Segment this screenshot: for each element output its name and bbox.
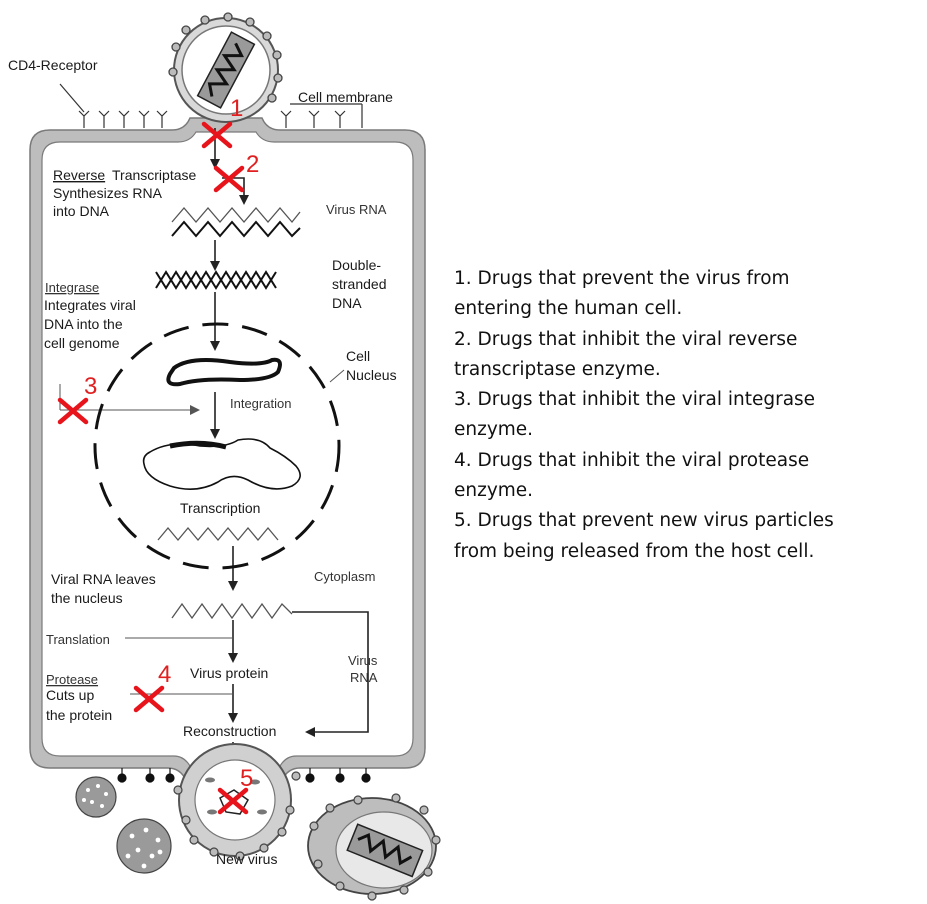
legend-line: 3. Drugs that inhibit the viral integras…: [454, 389, 816, 411]
entering-virus: [168, 12, 283, 123]
protease-label: Protease: [46, 672, 98, 687]
legend-line: enzyme.: [454, 480, 534, 502]
legend-line: enzyme.: [454, 419, 534, 441]
transcription-label: Transcription: [180, 500, 260, 516]
legend-line: entering the human cell.: [454, 298, 683, 320]
legend-line: 2. Drugs that inhibit the viral reverse: [454, 328, 798, 350]
inhibit-mark-1: [201, 121, 233, 149]
cytoplasm-area: [41, 131, 414, 767]
integrase-pointer-head: [190, 405, 200, 415]
nucleus-label-1: Cell: [346, 348, 370, 364]
legend-line: 1. Drugs that prevent the virus from: [454, 268, 790, 289]
translation-label: Translation: [46, 632, 110, 647]
integrase-desc-1: Integrates viral: [44, 297, 136, 313]
marker-number-2: 2: [246, 151, 259, 178]
double-stranded-label-3: DNA: [332, 295, 362, 311]
cell-membrane-label: Cell membrane: [298, 89, 393, 105]
inhibit-mark-4: [133, 685, 165, 713]
released-virion-small: [75, 776, 117, 818]
integration-label: Integration: [230, 396, 291, 411]
rt-desc-2: into DNA: [53, 203, 110, 219]
integrase-label: Integrase: [45, 280, 99, 295]
nucleus-pointer: [329, 369, 345, 383]
virus-protein-label: Virus protein: [190, 665, 268, 681]
double-stranded-label-1: Double-: [332, 257, 381, 273]
mature-virion: [307, 793, 441, 901]
marker-number-3: 3: [84, 373, 97, 400]
virus-rna-side-label-2: RNA: [350, 670, 378, 685]
virus-rna-side-label-1: Virus: [348, 653, 378, 668]
dna-strand-new: [171, 220, 301, 238]
marker-number-1: 1: [230, 95, 243, 122]
legend-line: 4. Drugs that inhibit the viral protease: [454, 449, 810, 471]
cd4-receptor-label: CD4-Receptor: [8, 57, 98, 73]
viral-rna-leaves-1: Viral RNA leaves: [51, 571, 156, 587]
inhibit-mark-3: [57, 397, 89, 425]
cytoplasm-label: Cytoplasm: [314, 569, 375, 584]
drug-class-legend: 1. Drugs that prevent the virus from ent…: [454, 264, 914, 567]
released-virion-medium: [116, 818, 172, 874]
inhibit-mark-5: [217, 787, 249, 815]
protease-desc-1: Cuts up: [46, 687, 94, 703]
integrated-segment: [169, 440, 227, 450]
marker-number-4: 4: [158, 661, 171, 688]
cd4-receptors: [59, 83, 363, 128]
integrase-desc-2: DNA into the: [44, 316, 123, 332]
reverse-label: Reverse: [53, 167, 105, 183]
rt-desc-1: Synthesizes RNA: [53, 185, 163, 201]
viral-rna-leaves-2: the nucleus: [51, 590, 123, 606]
nucleus-label-2: Nucleus: [346, 367, 397, 383]
integrase-desc-3: cell genome: [44, 335, 120, 351]
reconstruction-label: Reconstruction: [183, 723, 276, 739]
virus-rna-label: Virus RNA: [326, 202, 387, 217]
viral-dna-loop: [166, 357, 282, 387]
double-stranded-label-2: stranded: [332, 276, 386, 292]
dsdna-strand-b: [155, 270, 277, 290]
surface-proteins: [117, 768, 371, 783]
inhibit-mark-2: [213, 165, 245, 193]
legend-line: transcriptase enzyme.: [454, 358, 661, 380]
host-genome: [142, 438, 301, 490]
new-virus-label: New virus: [216, 851, 277, 867]
legend-line: 5. Drugs that prevent new virus particle…: [454, 510, 834, 532]
legend-line: from being released from the host cell.: [454, 540, 815, 562]
virus-rna-strand-top: [171, 207, 301, 224]
dsdna-strand-a: [155, 270, 277, 290]
cell-nucleus: [93, 322, 341, 570]
cytoplasm-rna: [171, 602, 293, 620]
transcribed-rna: [157, 526, 279, 542]
arrow-rna-side: [292, 611, 369, 737]
transcriptase-label: Transcriptase: [112, 167, 197, 183]
protease-desc-2: the protein: [46, 707, 112, 723]
marker-number-5: 5: [240, 765, 253, 792]
